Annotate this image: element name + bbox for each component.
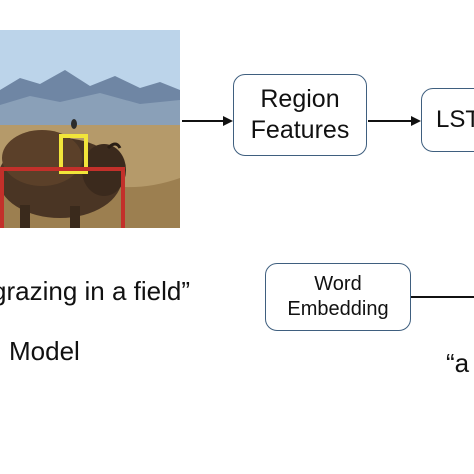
lstm-label: LST [436,106,474,133]
region-features-box: Region Features [233,74,367,156]
bison-region-box [0,167,125,228]
lstm-box: LST [421,88,474,152]
word-embedding-label: Word Embedding [287,273,389,320]
bird-region-box [59,134,88,174]
right-caption-text: “a [446,348,470,378]
bison-photo [0,30,180,228]
model-label: Model [9,336,80,366]
word-embedding-box: Word Embedding [265,263,411,331]
caption-text: grazing in a field” [0,276,190,306]
region-features-label: Region Features [250,84,350,144]
